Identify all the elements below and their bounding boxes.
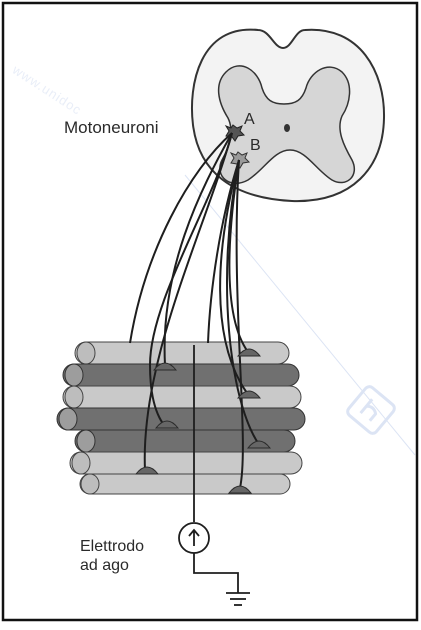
spinal-cord-section xyxy=(192,30,384,201)
neuron-a-label: A xyxy=(244,111,255,129)
muscle-fiber xyxy=(63,386,301,408)
neuron-b-label: B xyxy=(250,137,261,155)
motoneurons-label: Motoneuroni xyxy=(64,118,159,138)
ground-icon xyxy=(226,593,250,605)
muscle-fiber xyxy=(80,474,290,494)
central-canal xyxy=(284,124,290,132)
electrode-label-line1: Elettrodo xyxy=(80,538,144,556)
muscle-fiber xyxy=(57,408,305,430)
muscle-fiber xyxy=(70,452,302,474)
muscle-fiber-bundle xyxy=(57,342,305,494)
watermark-logo xyxy=(346,385,397,436)
electrode-label-line2: ad ago xyxy=(80,557,129,575)
muscle-fiber xyxy=(63,364,299,386)
